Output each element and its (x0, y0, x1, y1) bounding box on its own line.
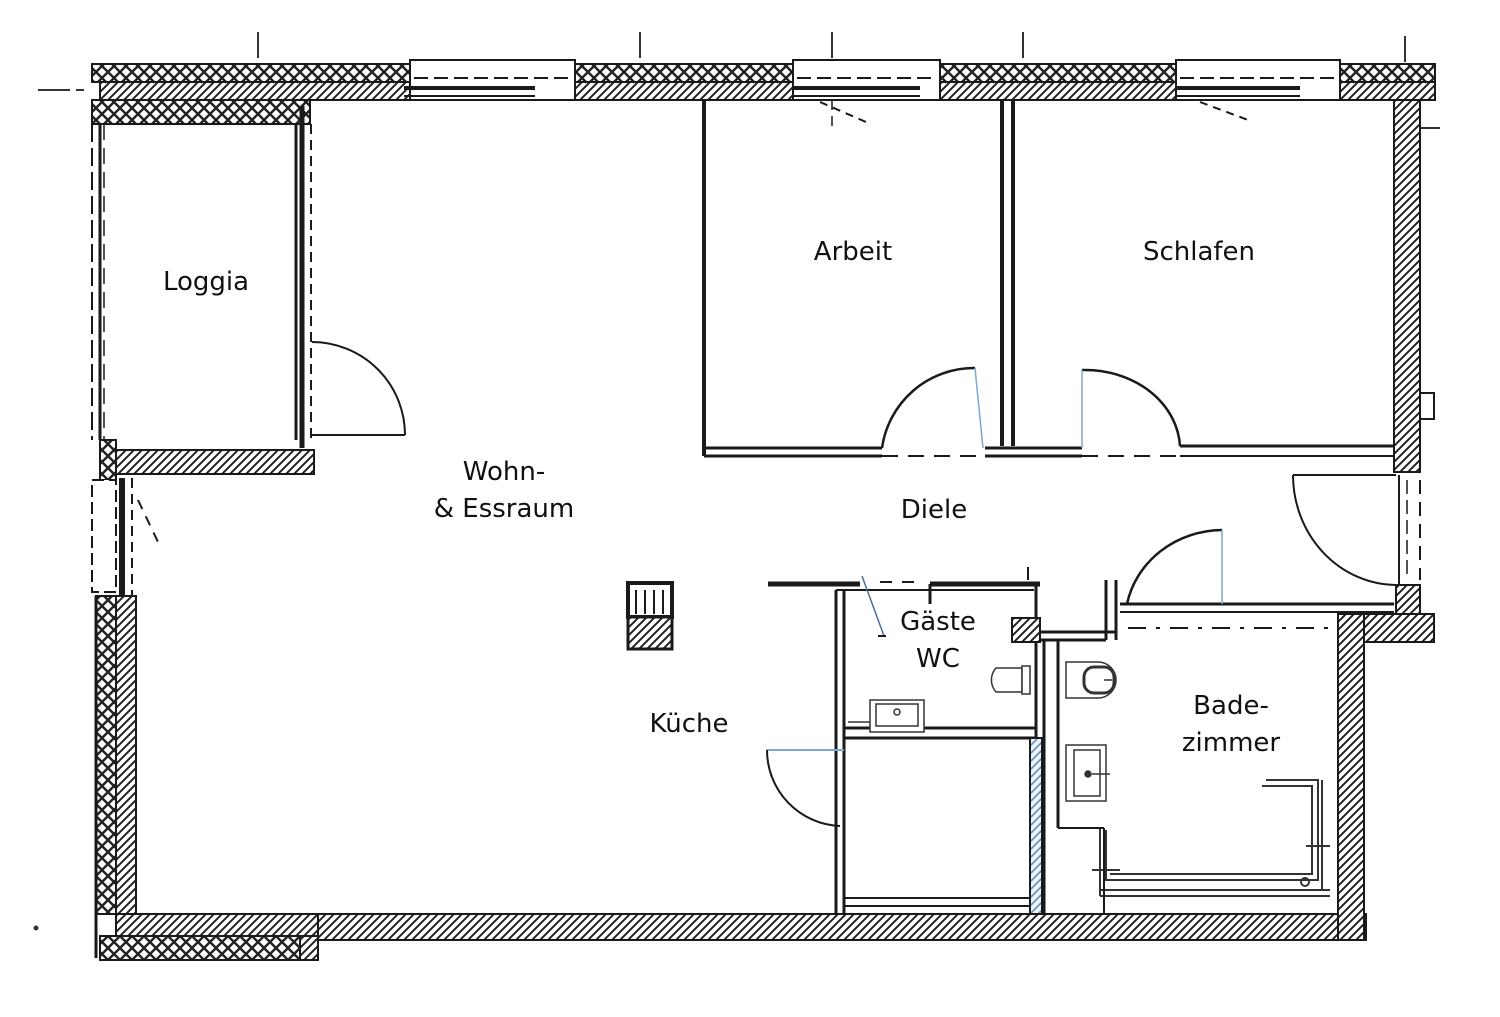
room-label-badezimmer: Bade- zimmer (1182, 688, 1280, 762)
exterior-wall-top (91, 63, 1436, 125)
room-label-gaeste-wc: Gäste WC (900, 604, 976, 678)
room-label-kueche: Küche (649, 706, 728, 743)
room-label-loggia: Loggia (163, 264, 249, 301)
room-label-line: Diele (900, 495, 968, 525)
room-label-line: Gäste (900, 607, 976, 637)
sink-guest (848, 699, 925, 733)
loggia-wall-bottom (115, 449, 315, 475)
entrance-door (1292, 474, 1397, 586)
room-label-line: Bade- (1193, 691, 1269, 721)
bathroom-door (1125, 528, 1223, 605)
shaft (1011, 617, 1041, 643)
loggia-walls (91, 106, 312, 448)
arbeit-door (880, 366, 984, 449)
guest-wc-walls (768, 567, 1060, 914)
room-label-diele: Diele (901, 492, 967, 529)
exterior-wall-left (91, 478, 159, 958)
room-label-line: WC (916, 644, 960, 674)
storage-door (765, 749, 844, 827)
exterior-wall-bottom (99, 913, 1367, 961)
loggia-door (311, 341, 406, 436)
sink-bath (1065, 744, 1110, 802)
bedroom-walls (702, 100, 1394, 458)
room-label-arbeit: Arbeit (814, 234, 892, 271)
bathroom-north-wall (1040, 580, 1394, 642)
toilet-bath (1065, 661, 1117, 699)
room-label-wohn-essraum: Wohn- & Essraum (434, 454, 575, 528)
room-label-line: zimmer (1181, 728, 1281, 758)
windows-top (404, 59, 1341, 130)
room-label-line: & Essraum (433, 494, 575, 524)
exterior-wall-right (1337, 99, 1435, 941)
room-label-line: Loggia (162, 267, 250, 297)
room-label-line: Schlafen (1142, 237, 1256, 267)
schlafen-door (1081, 368, 1182, 448)
partition-wall-blue (1029, 737, 1043, 915)
room-label-line: Arbeit (813, 237, 893, 267)
bathtub (1092, 779, 1330, 897)
axis-markers (33, 32, 1440, 931)
chimney-column (626, 581, 674, 651)
toilet-guest (990, 665, 1031, 695)
room-label-schlafen: Schlafen (1143, 234, 1255, 271)
room-label-line: Wohn- (462, 457, 546, 487)
room-label-line: Küche (649, 709, 729, 739)
